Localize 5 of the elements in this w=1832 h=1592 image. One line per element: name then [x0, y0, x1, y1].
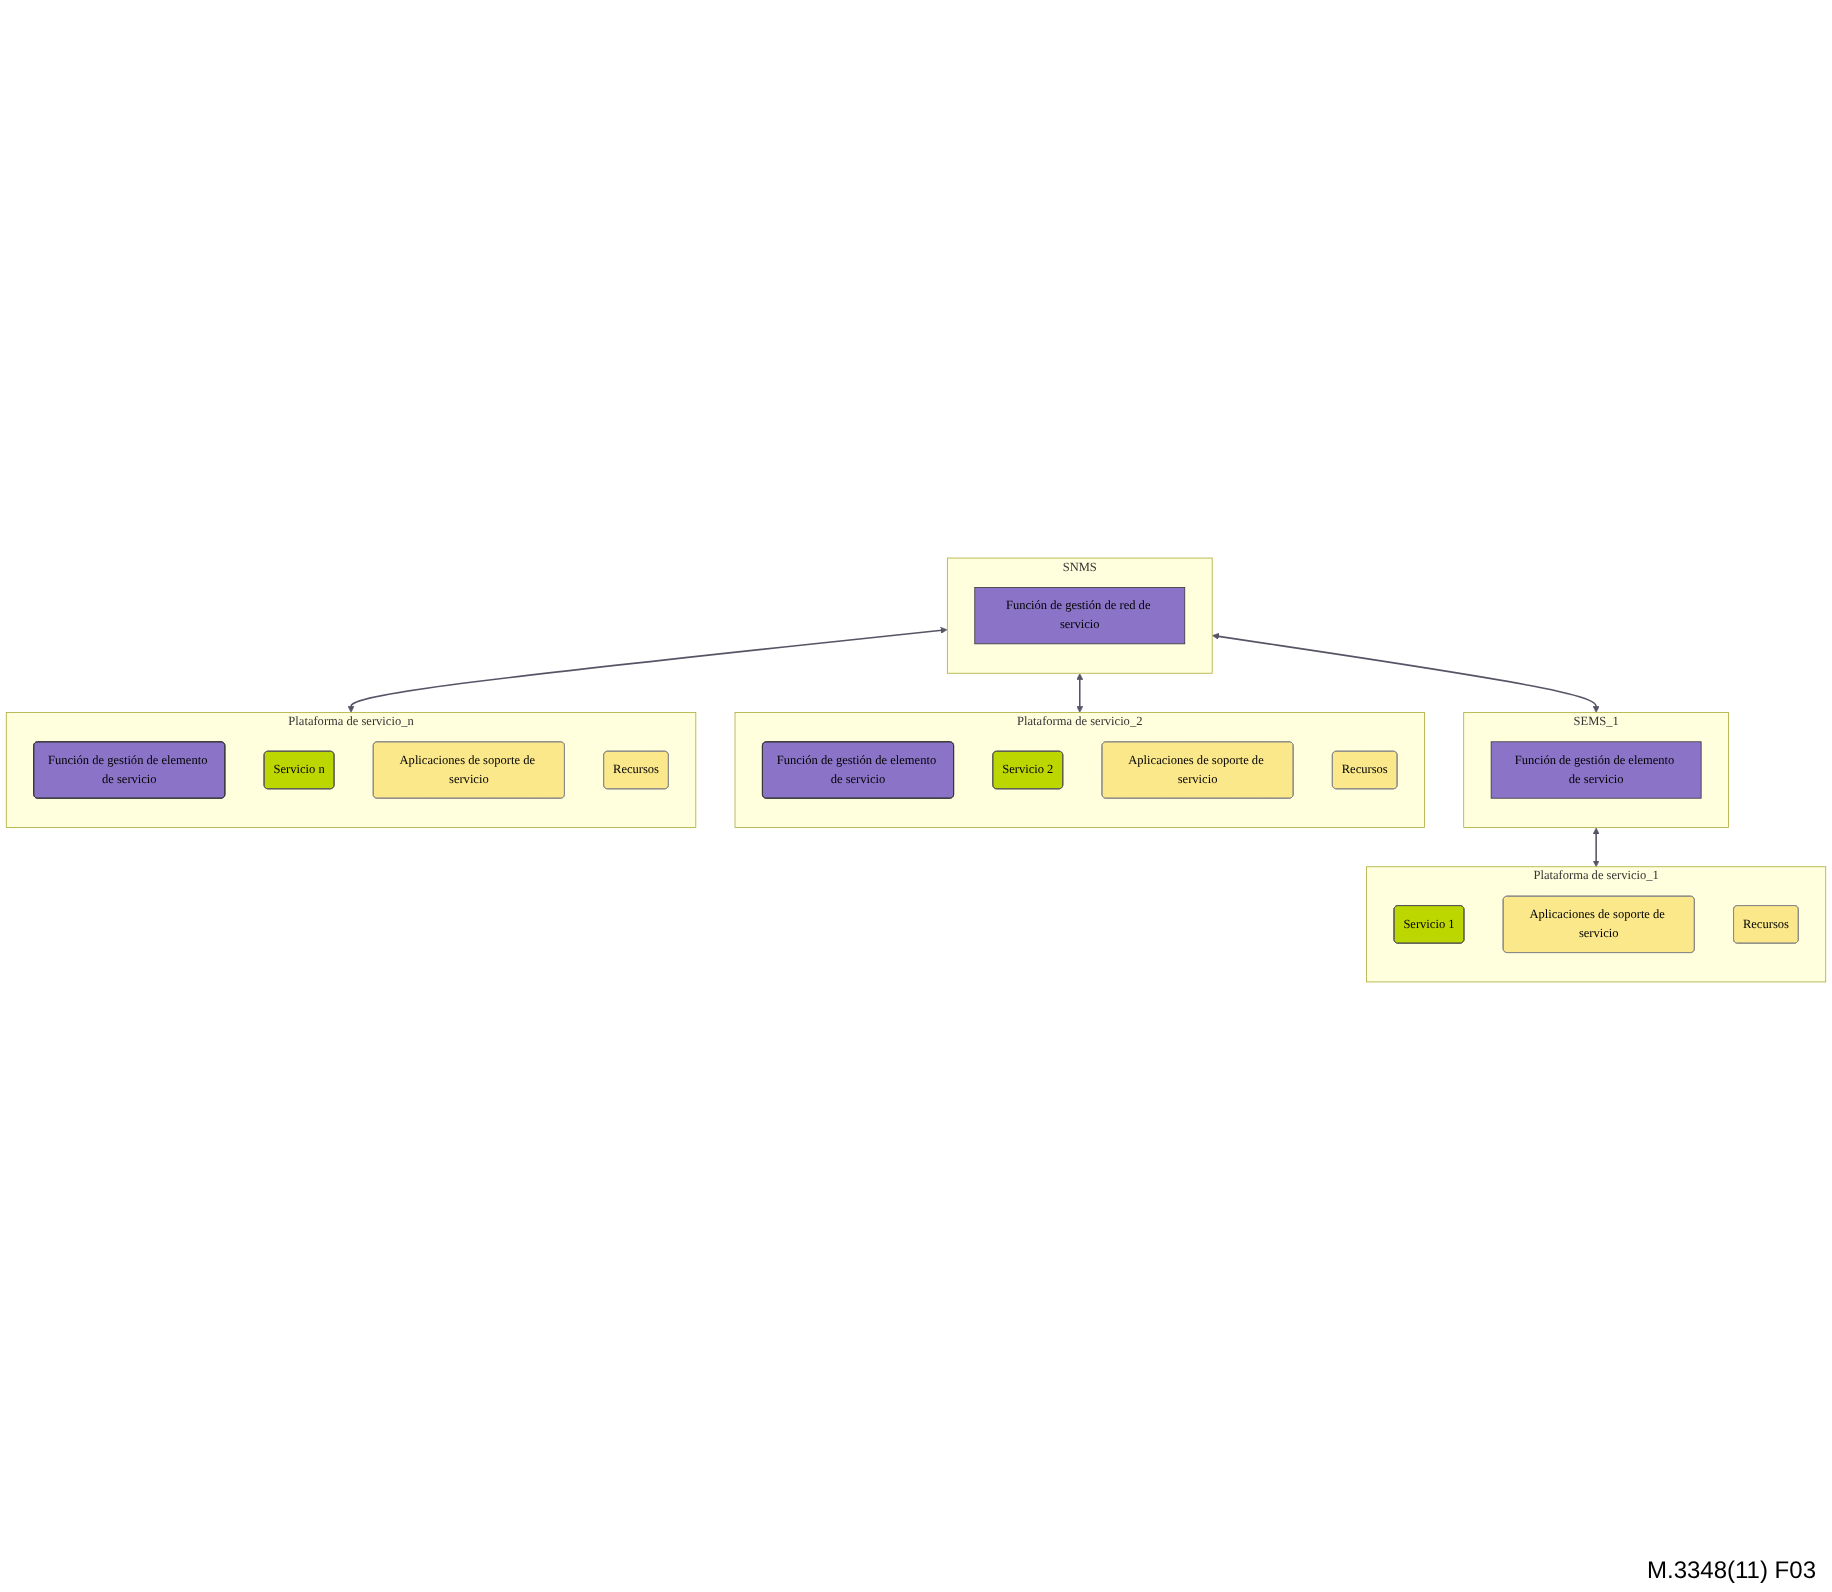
figure-code: M.3348(11) F03 — [1647, 1556, 1816, 1584]
arrow — [1076, 673, 1084, 713]
arrow — [1212, 633, 1600, 713]
arrow — [1592, 827, 1600, 868]
arrow — [347, 626, 948, 713]
